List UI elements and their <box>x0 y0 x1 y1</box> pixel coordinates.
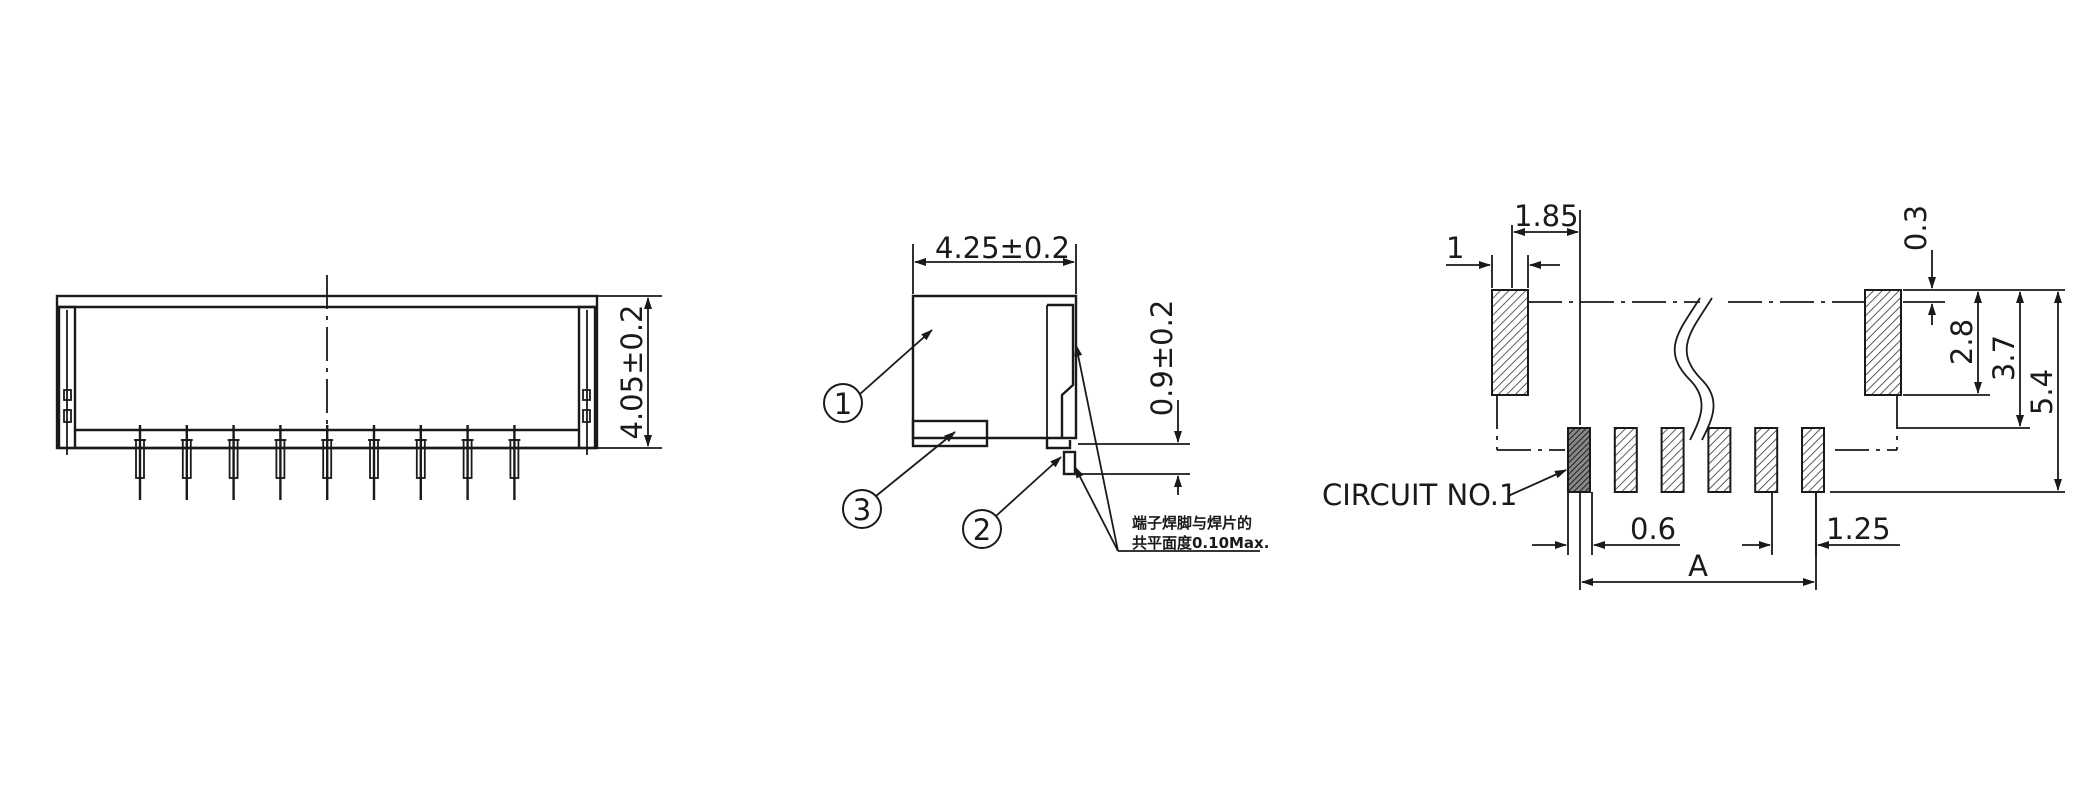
left-latch-2 <box>63 409 72 423</box>
signal-pad <box>1754 427 1779 493</box>
signal-pads <box>1567 427 1825 493</box>
coplanarity-note-line2: 共平面度0.10Max. <box>1132 534 1269 552</box>
front-view: 4.05±0.2 <box>55 275 662 500</box>
signal-pad <box>1613 427 1638 493</box>
dim-1-85-label: 1.85 <box>1514 199 1579 233</box>
dim-1-label: 1 <box>1446 231 1464 265</box>
note-leader-1 <box>1074 344 1119 552</box>
right-latch-2 <box>582 409 591 423</box>
dim-0-6-label: 0.6 <box>1630 512 1676 546</box>
side-body-outline <box>911 294 1078 440</box>
left-latch <box>63 389 72 401</box>
dim-5-4-label: 5.4 <box>2025 369 2059 415</box>
dim-2-8-label: 2.8 <box>1945 319 1979 365</box>
pcb-footprint: 1.85 1 0.3 2.8 3.7 5.4 0.6 1.25 <box>1322 199 2065 590</box>
circuit-no1-label: CIRCUIT NO.1 <box>1322 478 1517 512</box>
terminal-pins <box>134 425 521 500</box>
signal-pad <box>1707 427 1732 493</box>
solder-leg <box>1062 450 1077 476</box>
terminal-pin <box>274 425 287 500</box>
hold-down-tab <box>911 419 989 448</box>
width-dimension-text: 4.25±0.2 <box>935 231 1070 265</box>
callout-2-label: 2 <box>973 513 991 547</box>
rear-wall <box>1047 303 1075 438</box>
signal-pad <box>1801 427 1825 493</box>
callout-3-label: 3 <box>853 493 871 527</box>
gap-dimension-label: 0.9±0.2 <box>1145 300 1179 417</box>
circuit-no1-leader <box>1507 469 1567 497</box>
terminal-pin <box>321 425 334 500</box>
terminal-pin <box>134 425 146 500</box>
dim-a-label: A <box>1688 549 1708 583</box>
mounting-pad-left <box>1491 289 1529 396</box>
dim-0-3-label: 0.3 <box>1899 205 1933 251</box>
signal-pad <box>1660 427 1685 493</box>
terminal-tail <box>1045 438 1072 450</box>
width-dimension-label: 4.25±0.2 <box>935 231 1070 265</box>
break-line-2 <box>1685 297 1715 441</box>
height-dimension-label: 4.05±0.2 <box>615 305 649 440</box>
dim-3-7-label: 3.7 <box>1987 335 2021 381</box>
callout-2-leader <box>995 456 1062 517</box>
callout-1-leader <box>859 329 933 395</box>
terminal-pin <box>508 425 521 500</box>
callout-3-leader <box>875 431 956 497</box>
signal-pad <box>1567 427 1591 493</box>
note-leader-2 <box>1074 466 1119 552</box>
mounting-pad-right <box>1864 289 1902 396</box>
terminal-pin <box>461 425 474 500</box>
terminal-pin <box>368 425 380 500</box>
callout-1-bubble <box>823 383 863 423</box>
terminal-pin <box>414 425 427 500</box>
terminal-pin <box>180 425 193 500</box>
terminal-pin <box>227 425 240 500</box>
side-view: 4.25±0.2 0.9±0.2 1 3 2 端子焊脚与焊片的 共平面度0.10… <box>823 231 1269 552</box>
callout-3-bubble <box>842 489 882 529</box>
dim-1-25-label: 1.25 <box>1826 512 1891 546</box>
callout-1-label: 1 <box>834 387 852 421</box>
coplanarity-note-line1: 端子焊脚与焊片的 <box>1132 514 1252 532</box>
callout-2-bubble <box>962 509 1002 549</box>
break-line-1 <box>1673 297 1703 441</box>
right-latch <box>582 389 591 401</box>
